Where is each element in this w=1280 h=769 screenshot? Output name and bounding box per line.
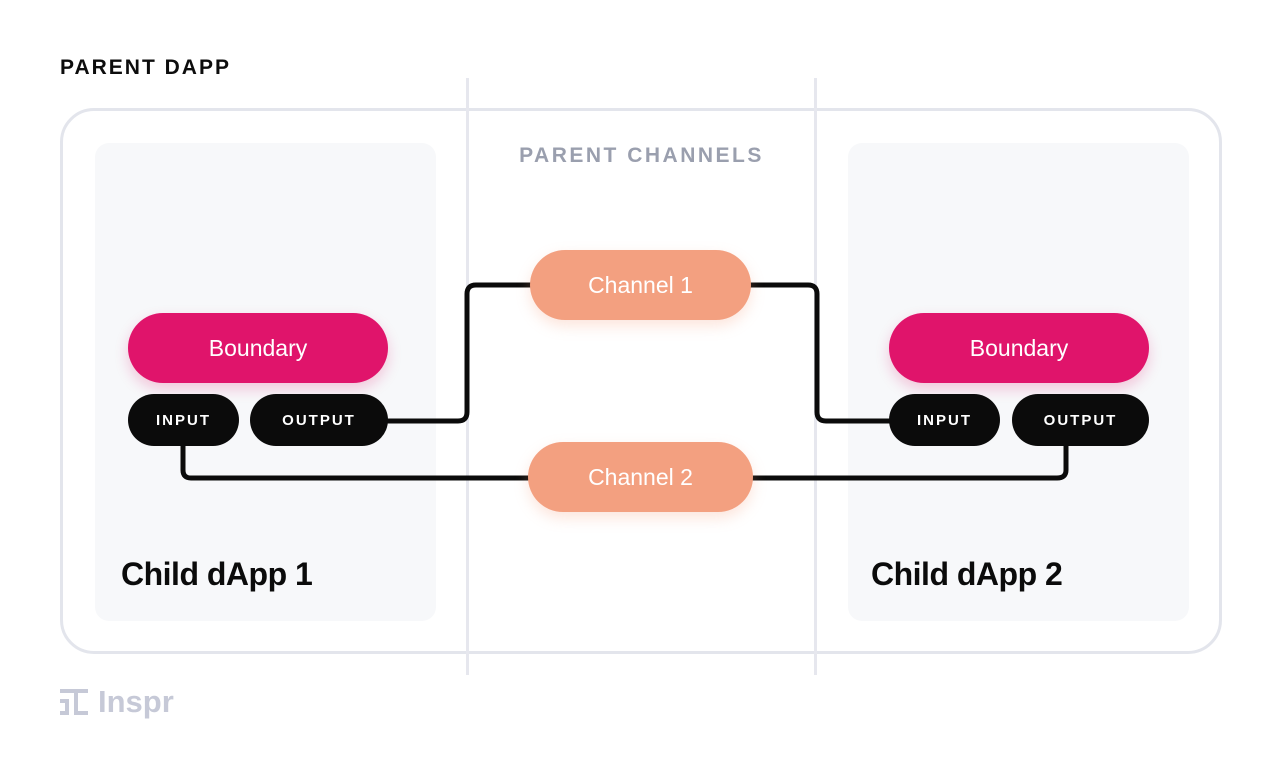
channel-1-pill[interactable]: Channel 1: [530, 250, 751, 320]
wire-input1-channel2: [180, 444, 530, 481]
child-1-output-port[interactable]: OUTPUT: [250, 394, 388, 446]
logo-text: Inspr: [98, 684, 174, 719]
wire-channel2-output2: [752, 444, 1069, 481]
page-heading: PARENT DAPP: [60, 56, 231, 79]
child-1-title: Child dApp 1: [121, 556, 313, 592]
wire-channel1-input2: [750, 282, 890, 424]
child-2-input-port[interactable]: INPUT: [889, 394, 1000, 446]
child-1-boundary[interactable]: Boundary: [128, 313, 388, 383]
parent-channels-label: PARENT CHANNELS: [519, 144, 764, 167]
child-1-input-port[interactable]: INPUT: [128, 394, 239, 446]
channel-2-pill[interactable]: Channel 2: [528, 442, 753, 512]
inspr-logo-icon: [60, 689, 88, 715]
wire-output1-channel1: [386, 282, 532, 424]
child-2-output-port[interactable]: OUTPUT: [1012, 394, 1149, 446]
inspr-logo: Inspr: [60, 684, 174, 720]
child-2-title: Child dApp 2: [871, 556, 1063, 592]
child-2-boundary[interactable]: Boundary: [889, 313, 1149, 383]
